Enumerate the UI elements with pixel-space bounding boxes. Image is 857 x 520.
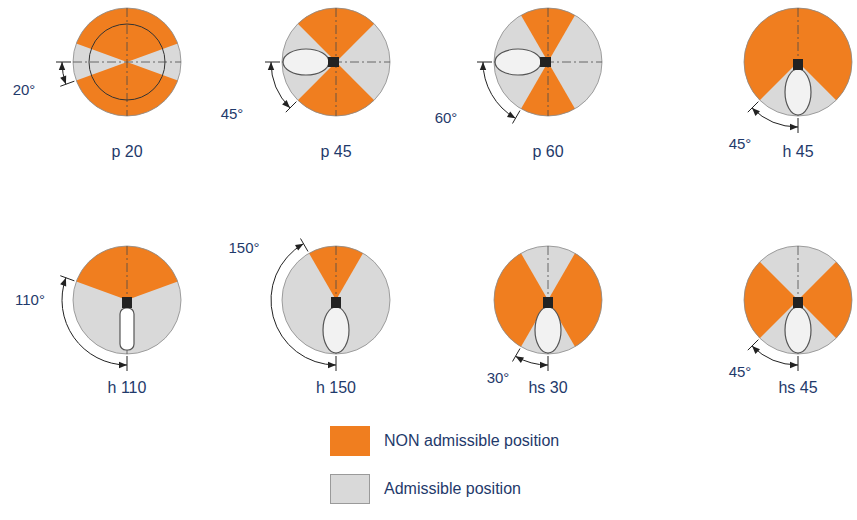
extension-line	[548, 356, 549, 371]
circle-outline	[282, 246, 390, 354]
circle-outline	[744, 246, 852, 354]
lamp-bulb	[535, 307, 561, 353]
extension-line	[798, 118, 799, 133]
position-circle	[744, 8, 852, 116]
arrow-head	[790, 124, 798, 130]
legend-text: Admissible position	[384, 479, 521, 499]
extension-line	[127, 356, 128, 371]
arrow-head	[540, 362, 548, 368]
angle-label: 45°	[221, 104, 244, 124]
admissible-area	[73, 246, 181, 354]
position-code: p 60	[532, 142, 563, 162]
admissible-area	[744, 8, 852, 116]
arrow-head	[480, 62, 486, 70]
dimension-arc	[483, 62, 516, 118]
extension-line	[60, 81, 74, 86]
angle-label: 110°	[15, 290, 45, 310]
circle-outline	[494, 246, 602, 354]
arrow-head	[790, 362, 798, 368]
arrow-head	[295, 244, 304, 251]
position-code: hs 30	[528, 378, 567, 398]
arrow-head	[59, 62, 65, 70]
lamp-base	[793, 59, 803, 70]
arrow-head	[516, 356, 525, 363]
admissible-area	[282, 246, 390, 354]
arrow-head	[507, 112, 516, 119]
dimension-arc	[752, 346, 798, 365]
position-code: hs 45	[778, 378, 817, 398]
position-code: p 20	[111, 142, 142, 162]
arrow-head	[119, 362, 127, 368]
dimension-arc	[752, 108, 798, 127]
admissible-area	[282, 8, 390, 116]
lamp-base	[331, 297, 341, 308]
position-code: h 110	[108, 378, 147, 398]
lamp-base	[540, 57, 551, 67]
dimension-arc	[271, 62, 290, 108]
lamp-tube	[120, 308, 134, 350]
legend-swatch	[330, 426, 370, 456]
lamp-bulb	[323, 307, 349, 353]
lamp-base	[793, 297, 803, 308]
position-circle	[744, 246, 852, 354]
circle-outline	[744, 8, 852, 116]
admissible-area	[744, 246, 852, 354]
position-code: h 45	[782, 142, 813, 162]
position-circle	[494, 246, 602, 354]
admissible-area	[494, 246, 602, 354]
lamp-base	[122, 297, 132, 308]
circle-outline	[494, 8, 602, 116]
lamp-bulb	[495, 49, 541, 75]
admissible-area	[73, 8, 181, 116]
angle-label: 150°	[228, 238, 259, 258]
extension-line	[60, 276, 74, 281]
extension-line	[265, 62, 280, 63]
circle-outline	[73, 246, 181, 354]
position-circle	[73, 246, 181, 354]
position-circle	[282, 246, 390, 354]
inner-circle	[89, 24, 165, 100]
angle-label: 45°	[729, 362, 752, 382]
lamp-bulb	[785, 307, 811, 353]
extension-line	[798, 356, 799, 371]
legend-text: NON admissible position	[384, 431, 559, 451]
lamp-bulb	[283, 49, 329, 75]
lamp-base	[328, 57, 339, 67]
position-code: h 150	[316, 378, 356, 398]
circle-outline	[73, 8, 181, 116]
extension-line	[336, 356, 337, 371]
position-circle	[494, 8, 602, 116]
angle-label: 45°	[729, 134, 752, 154]
angle-label: 60°	[435, 108, 458, 128]
arrow-head	[282, 100, 290, 108]
angle-label: 20°	[13, 80, 36, 100]
legend-swatch	[330, 474, 370, 504]
position-circle	[282, 8, 390, 116]
angle-label: 30°	[487, 368, 510, 388]
dimension-arc	[62, 278, 127, 365]
lamp-bulb	[785, 69, 811, 115]
arrow-head	[60, 76, 66, 85]
position-circle	[73, 8, 181, 116]
dimension-arc	[271, 244, 336, 365]
extension-line	[477, 62, 492, 63]
arrow-head	[268, 62, 274, 70]
circle-outline	[282, 8, 390, 116]
extension-line	[56, 62, 71, 63]
arrow-head	[752, 346, 760, 354]
admissible-area	[494, 8, 602, 116]
arrow-head	[328, 362, 336, 368]
arrow-head	[60, 278, 66, 287]
arrow-head	[752, 108, 760, 116]
lamp-base	[543, 297, 553, 308]
position-code: p 45	[320, 142, 351, 162]
